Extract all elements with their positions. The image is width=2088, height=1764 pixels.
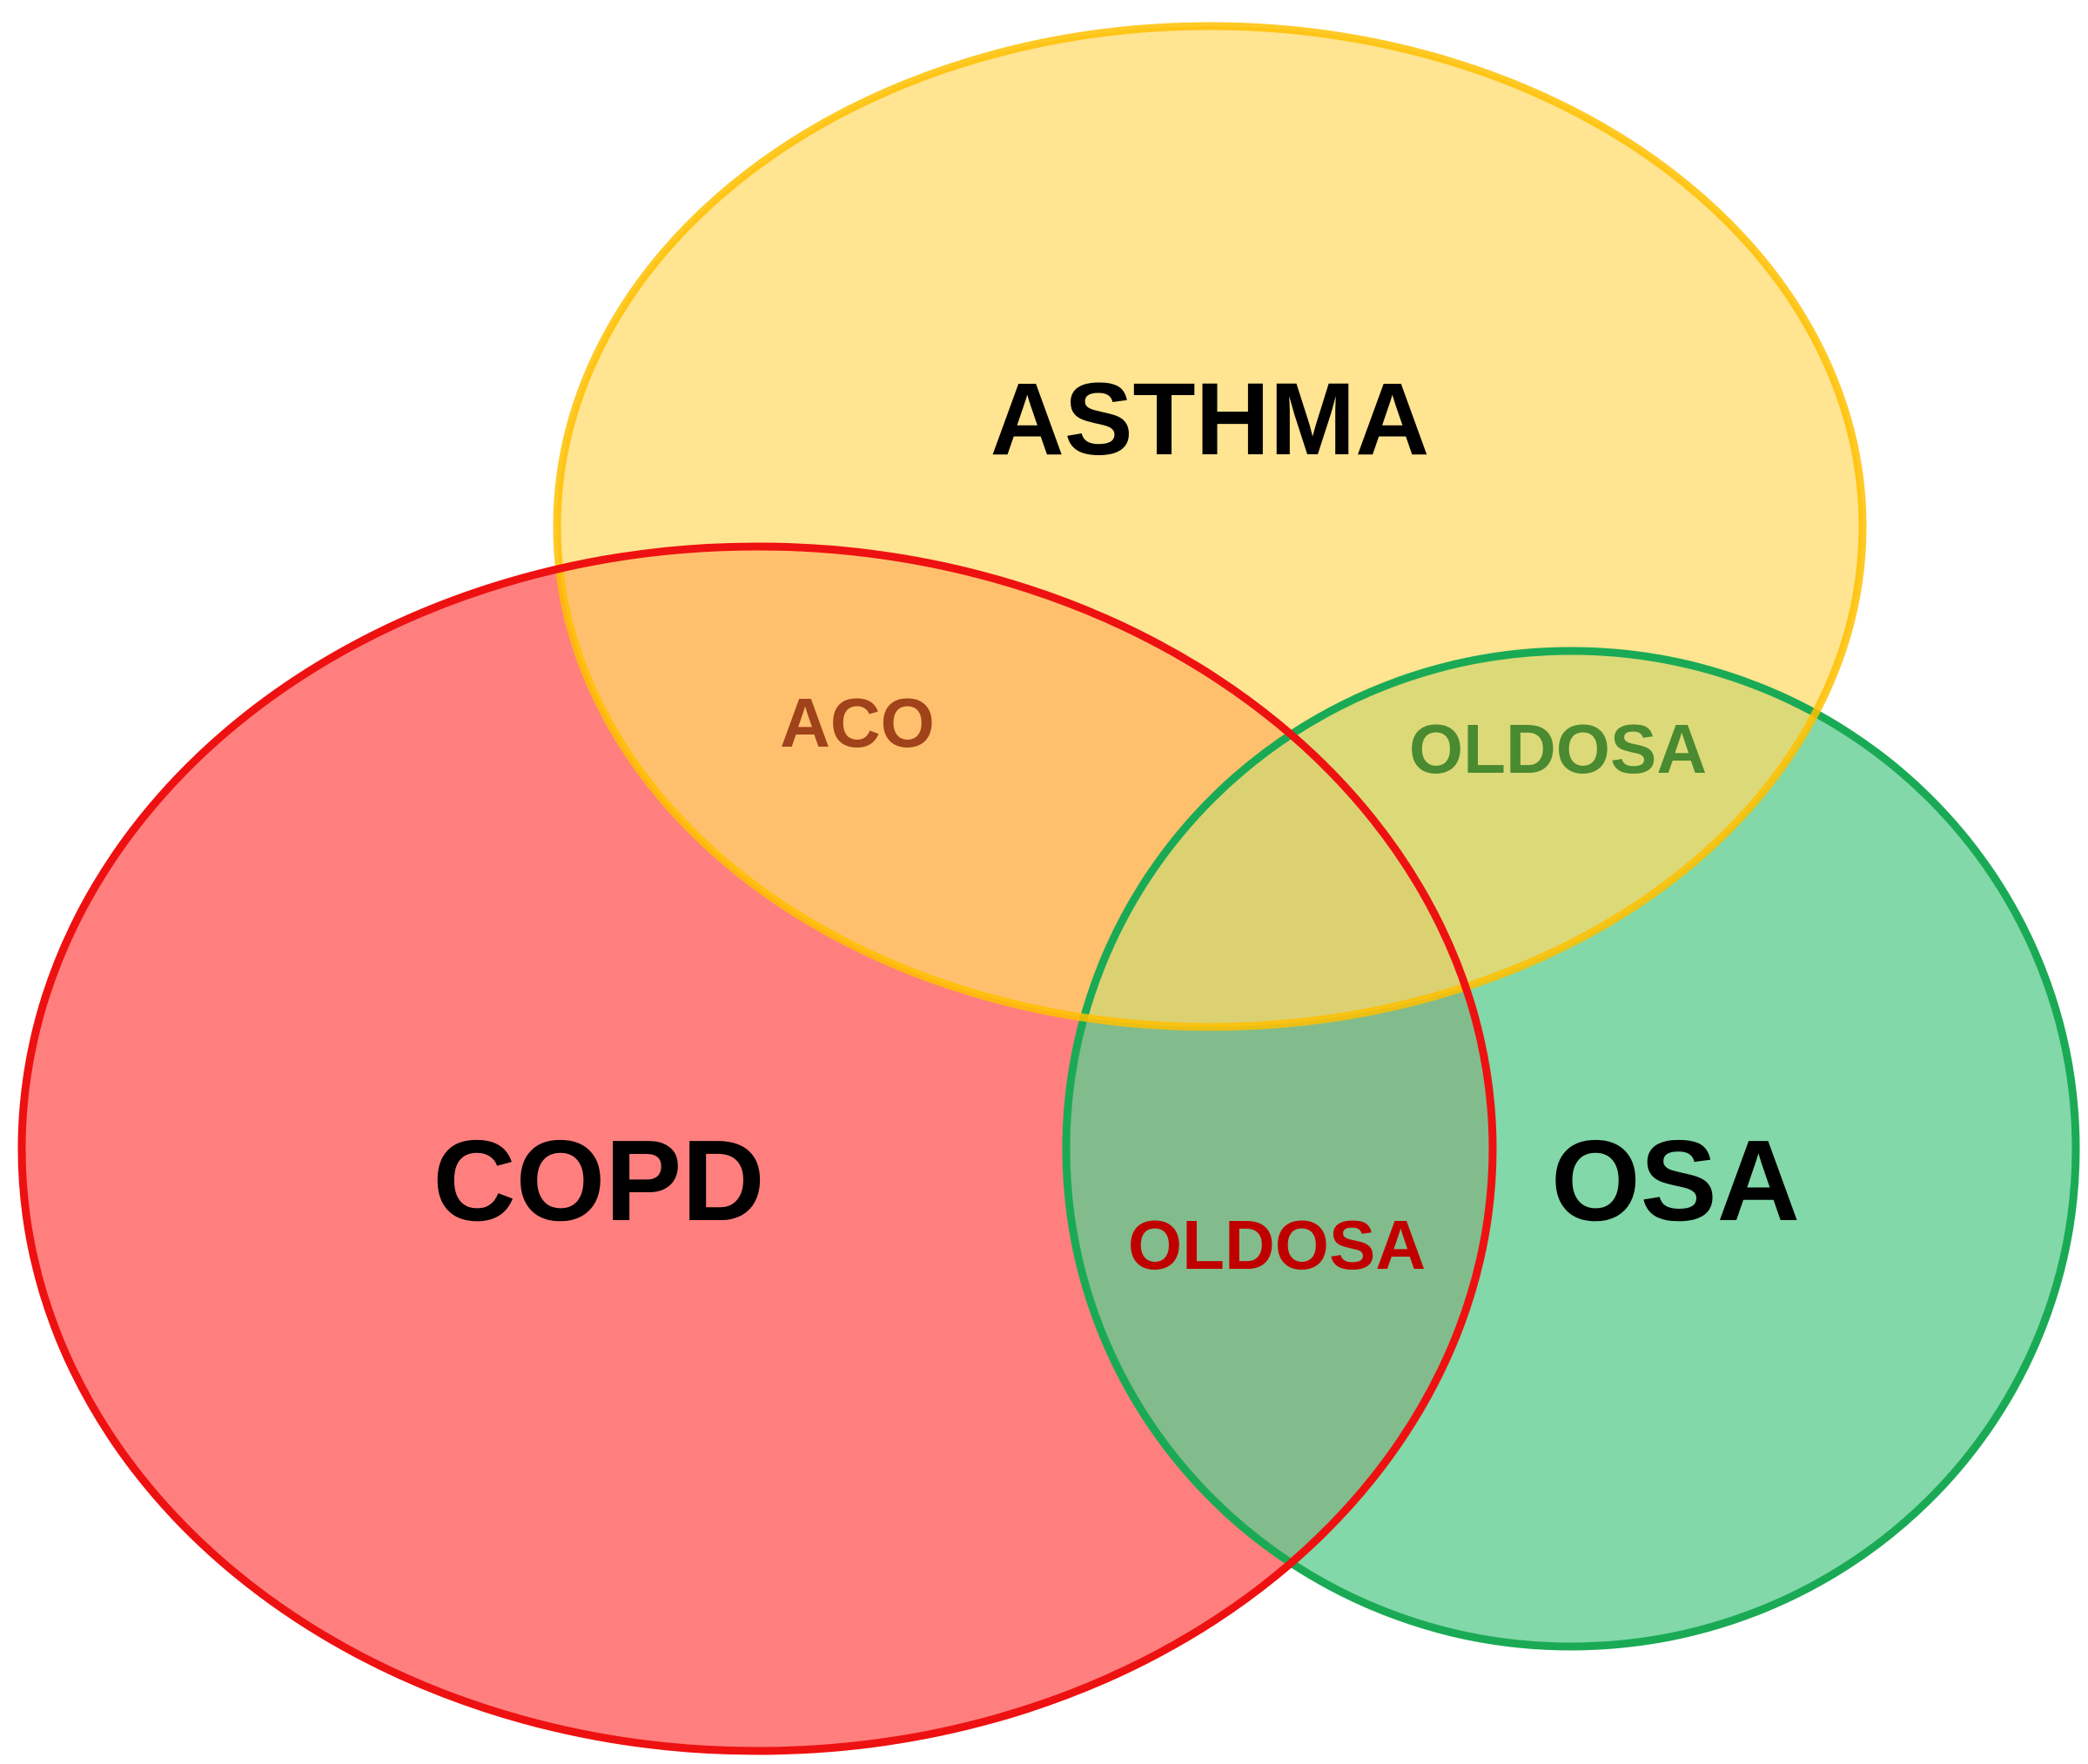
asthma-set-ellipse: [557, 26, 1863, 1027]
osa-set-outline: [1062, 647, 2080, 1651]
copd-label: COPD: [433, 1117, 764, 1244]
copd-set-outline: [17, 542, 1497, 1755]
asthma-label: ASTHMA: [990, 362, 1430, 477]
copd-osa-overlap-label: OLDOSA: [1128, 1206, 1426, 1284]
osa-label: OSA: [1551, 1117, 1800, 1244]
aco-label: ACO: [780, 684, 935, 761]
asthma-osa-overlap-label: OLDOSA: [1409, 710, 1707, 788]
asthma-set-outline: [553, 22, 1867, 1031]
